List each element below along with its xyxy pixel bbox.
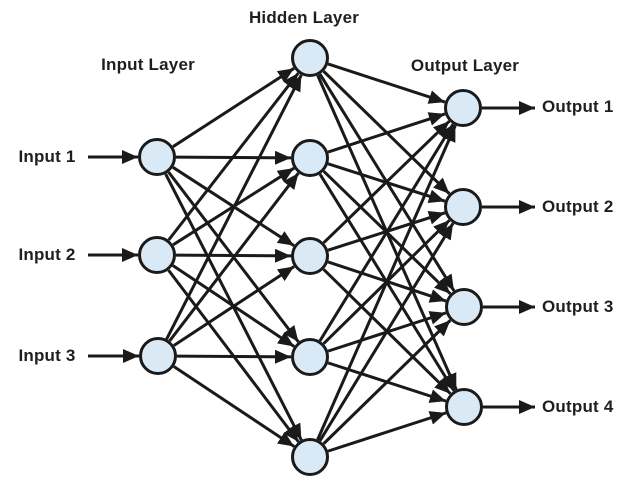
output-node <box>444 89 482 127</box>
input-node <box>139 337 177 375</box>
hidden-node <box>291 338 329 376</box>
hidden-layer-title: Hidden Layer <box>248 8 360 27</box>
input-3-label: Input 3 <box>18 346 76 365</box>
output-4-label: Output 4 <box>542 397 614 416</box>
output-node <box>445 288 483 326</box>
hidden-node <box>291 237 329 275</box>
input-1-label: Input 1 <box>18 147 76 166</box>
input-layer-title: Input Layer <box>101 55 195 74</box>
output-2-label: Output 2 <box>542 197 614 216</box>
output-node <box>444 188 482 226</box>
output-layer-title: Output Layer <box>410 56 520 75</box>
output-node <box>445 388 483 426</box>
output-1-label: Output 1 <box>542 97 614 116</box>
hidden-node <box>291 39 329 77</box>
hidden-node <box>291 139 329 177</box>
input-node <box>138 138 176 176</box>
hidden-node <box>291 438 329 476</box>
output-3-label: Output 3 <box>542 297 614 316</box>
input-node <box>138 236 176 274</box>
input-2-label: Input 2 <box>18 245 76 264</box>
